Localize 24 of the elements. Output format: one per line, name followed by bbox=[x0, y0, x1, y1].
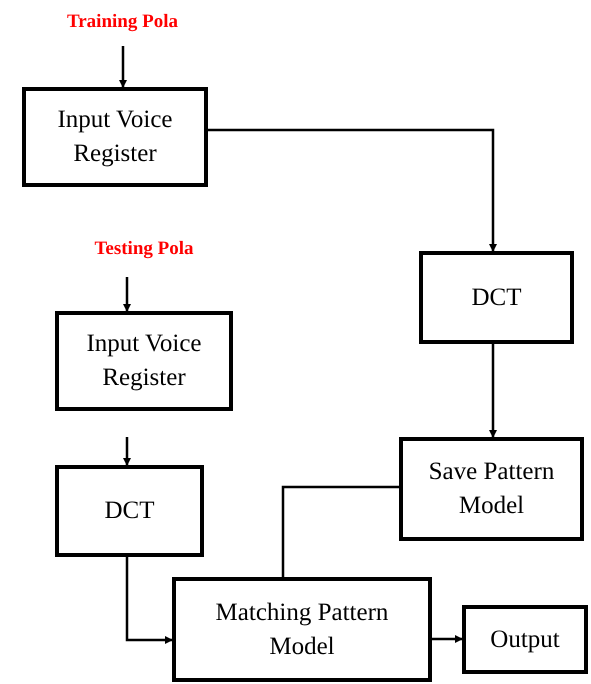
process-box bbox=[55, 465, 204, 557]
process-box bbox=[462, 605, 588, 674]
arrow bbox=[123, 437, 131, 466]
arrow bbox=[119, 46, 127, 88]
box-text: Matching Pattern Model bbox=[214, 598, 390, 662]
input-label: Testing Pola bbox=[70, 235, 218, 263]
process-box bbox=[22, 87, 208, 187]
box-text: Input Voice Register bbox=[85, 329, 203, 393]
process-box bbox=[399, 437, 584, 541]
process-box bbox=[419, 251, 574, 344]
box-text: Output bbox=[490, 624, 560, 654]
arrow bbox=[432, 635, 463, 643]
box-text: DCT bbox=[472, 282, 522, 312]
connector-line bbox=[282, 486, 399, 577]
box-text: Input Voice Register bbox=[56, 105, 174, 169]
arrow bbox=[126, 557, 173, 644]
box-text: Save Pattern Model bbox=[428, 457, 556, 521]
arrow bbox=[208, 128, 497, 252]
process-box bbox=[55, 311, 233, 411]
process-box bbox=[172, 577, 432, 682]
input-label: Training Pola bbox=[40, 8, 205, 36]
arrow bbox=[489, 344, 497, 438]
arrow bbox=[123, 277, 131, 312]
box-text: DCT bbox=[104, 496, 154, 526]
